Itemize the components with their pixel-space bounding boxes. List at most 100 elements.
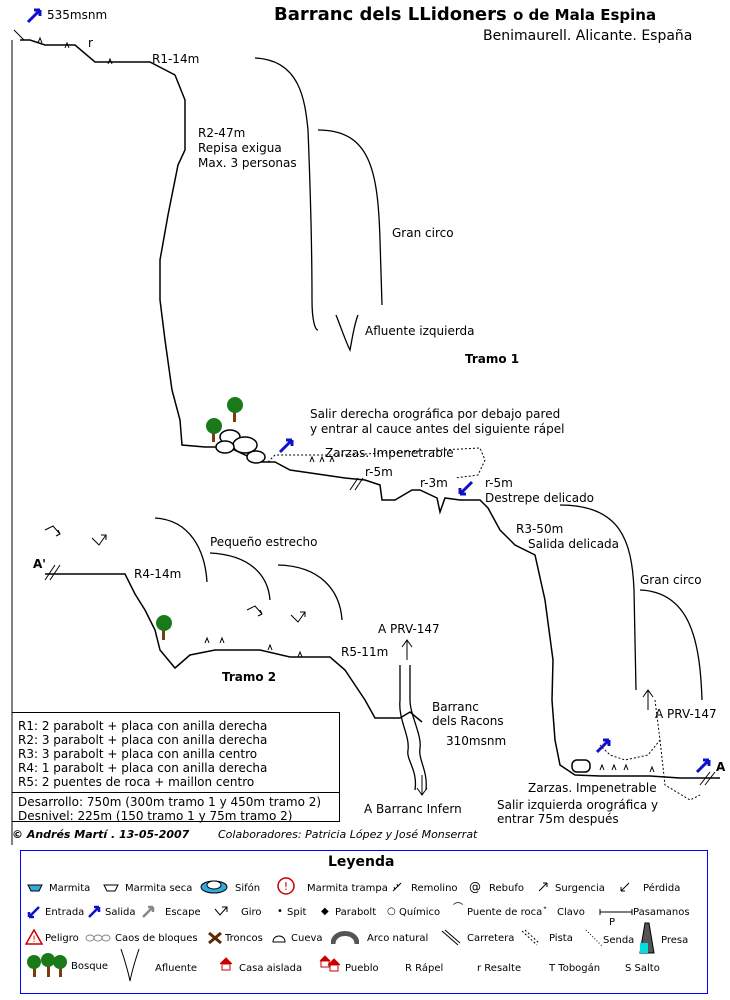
senda-icon (585, 929, 603, 947)
spit-icon: • (277, 906, 283, 917)
label-prv-center: A PRV-147 (378, 622, 440, 636)
legend-rebufo: Rebufo (489, 883, 524, 894)
anchors-box: R1: 2 parabolt + placa con anilla derech… (12, 712, 340, 823)
bosque-icon (27, 953, 67, 977)
pasamanos-icon (599, 909, 633, 915)
altitude-top: 535msnm (47, 8, 108, 22)
label-a: A (716, 760, 726, 774)
pista-icon (521, 929, 539, 946)
legend-box: Leyenda Marmita Marmita seca Sifón ! Mar… (20, 850, 708, 994)
svg-text:!: ! (284, 880, 288, 893)
label-infern: A Barranc Infern (364, 802, 462, 816)
legend-arco-natural: Arco natural (367, 933, 429, 944)
rebufo-icon: @ (469, 880, 481, 894)
legend-troncos: Troncos (225, 933, 263, 944)
peligro-icon: ! (25, 929, 43, 945)
legend-title: Leyenda (328, 854, 395, 870)
anchor-line-r5: R5: 2 puentes de roca + maillon centro (18, 775, 255, 789)
casa-aislada-icon (219, 957, 233, 971)
cueva-icon (272, 935, 286, 943)
pasamanos-p-label: P (609, 917, 616, 928)
label-salida-delicada: Salida delicada (528, 537, 620, 551)
legend-peligro: Peligro (45, 933, 79, 944)
sifon-icon (200, 880, 228, 894)
label-r2-note2: Max. 3 personas (198, 156, 297, 170)
legend-quimico: Químico (399, 907, 441, 918)
legend-salida: Salida (105, 907, 136, 918)
label-tramo-2: Tramo 2 (222, 670, 277, 684)
page-title: Barranc dels LLidoners o de Mala Espina (274, 4, 657, 25)
label-r5m: r-5m (365, 465, 393, 479)
legend-spit: Spit (287, 907, 307, 918)
label-tramo-1: Tramo 1 (465, 352, 520, 366)
label-destrepe: Destrepe delicado (485, 491, 595, 505)
perdida-icon (620, 882, 630, 892)
marmita-seca-icon (103, 884, 119, 892)
legend-giro: Giro (241, 907, 262, 918)
label-a-prime: A' (33, 557, 46, 571)
anchor-line-r3: R3: 3 parabolt + placa con anilla centro (18, 747, 258, 761)
label-altitude-racons: 310msnm (446, 734, 507, 748)
label-resalte: r (88, 36, 93, 50)
canyon-topo-drawing (11, 8, 720, 845)
label-r5: R5-11m (341, 645, 389, 659)
troncos-icon (208, 931, 222, 945)
label-racons-1: Barranc (432, 700, 479, 714)
legend-marmita-seca: Marmita seca (125, 883, 193, 894)
legend-carretera: Carretera (467, 933, 515, 944)
svg-text:!: ! (32, 935, 36, 945)
legend-surgencia: Surgencia (555, 883, 605, 894)
label-r2: R2-47m (198, 126, 246, 140)
label-pequeno-estrecho: Pequeño estrecho (210, 535, 318, 549)
credit-collab: Colaboradores: Patricia López y José Mon… (218, 828, 478, 841)
entrada-icon (27, 906, 40, 919)
legend-marmita: Marmita (49, 883, 91, 894)
clavo-icon: ᐩ (543, 905, 547, 916)
giro-icon (214, 906, 228, 916)
carretera-icon (441, 929, 461, 946)
legend-puente-roca: Puente de roca (467, 907, 543, 918)
afluente-icon (120, 948, 140, 982)
salida-icon (88, 905, 101, 918)
escape-icon (142, 905, 155, 918)
label-afluente: Afluente izquierda (365, 324, 475, 338)
label-exit-note-1: Salir derecha orográfica por debajo pare… (310, 407, 561, 421)
pueblo-icon (319, 955, 341, 972)
legend-perdida: Pérdida (643, 883, 681, 894)
label-exit-note-2: y entrar al cauce antes del siguiente rá… (310, 422, 565, 436)
quimico-icon: ○ (387, 906, 396, 917)
legend-pasamanos: Pasamanos (633, 907, 690, 918)
legend-escape: Escape (165, 907, 201, 918)
credit-author: © Andrés Martí . 13-05-2007 (12, 828, 190, 841)
anchor-line-r4: R4: 1 parabolt + placa con anilla derech… (18, 761, 268, 775)
legend-cueva: Cueva (291, 933, 323, 944)
legend-pueblo: Pueblo (345, 963, 379, 974)
legend-marmita-trampa: Marmita trampa (307, 883, 388, 894)
label-zarzas-2: Zarzas. Impenetrable (528, 781, 657, 795)
legend-remolino: Remolino (411, 883, 458, 894)
arco-natural-icon (331, 931, 359, 945)
label-r2-note1: Repisa exigua (198, 141, 282, 155)
legend-resalte: r Resalte (477, 963, 522, 974)
label-zarzas-1: Zarzas. Impenetrable (325, 446, 454, 460)
desnivel: Desnivel: 225m (150 tramo 1 y 75m tramo … (18, 809, 293, 823)
legend-clavo: Clavo (557, 907, 585, 918)
label-salir-izq-2: entrar 75m después (497, 812, 619, 826)
parabolt-icon: ◆ (321, 906, 329, 917)
presa-icon (639, 922, 655, 954)
marmita-trampa-icon: ! (277, 877, 295, 895)
legend-presa: Presa (661, 935, 689, 946)
legend-salto: S Salto (625, 963, 660, 974)
page-subtitle: Benimaurell. Alicante. España (483, 28, 693, 44)
label-r3m: r-3m (420, 476, 448, 490)
legend-entrada: Entrada (45, 907, 85, 918)
legend-caos-bloques: Caos de bloques (115, 933, 198, 944)
label-r1: R1-14m (152, 52, 200, 66)
legend-sifon: Sifón (235, 883, 261, 894)
surgencia-icon (538, 882, 548, 892)
remolino-icon (392, 882, 402, 892)
legend-tobogan: T Tobogán (549, 963, 601, 974)
legend-bosque: Bosque (71, 961, 109, 972)
label-racons-2: dels Racons (432, 714, 504, 728)
